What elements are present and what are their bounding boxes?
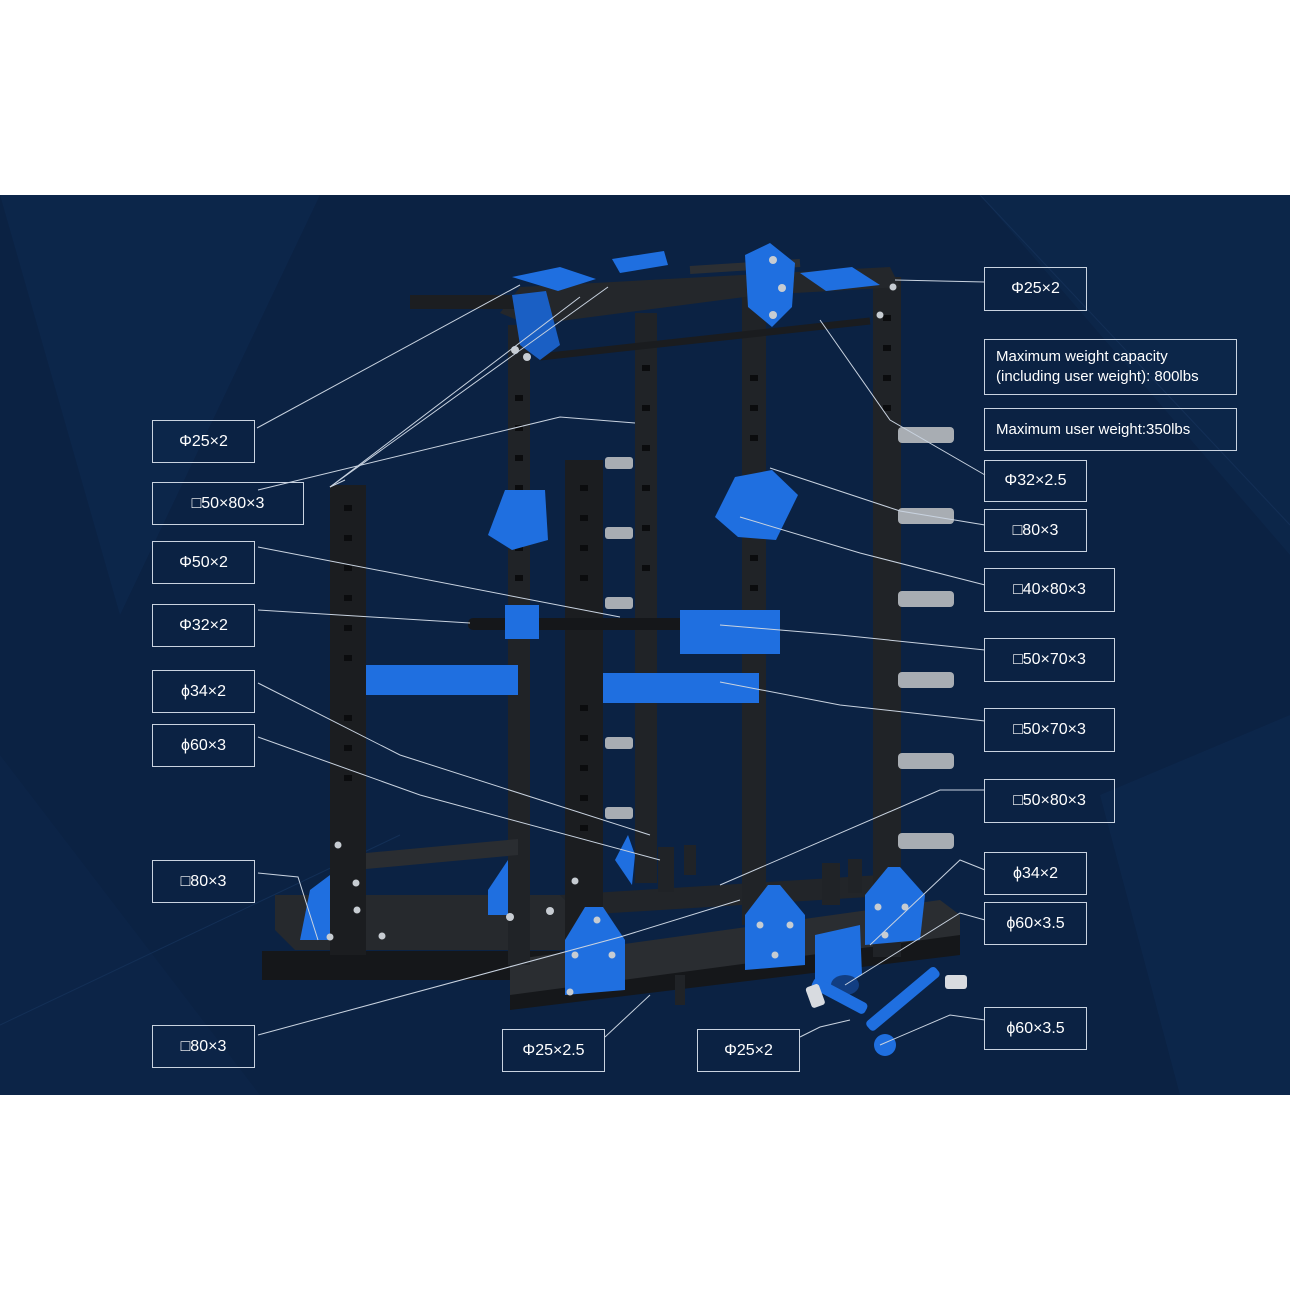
callout-left-base: □80×3 bbox=[152, 860, 255, 903]
storage-posts bbox=[658, 845, 862, 1005]
callout-j-hook: □40×80×3 bbox=[984, 568, 1115, 612]
callout-max-weight-capacity: Maximum weight capacity (including user … bbox=[984, 339, 1237, 395]
pull-up-handles bbox=[512, 251, 880, 360]
diagram-panel: Φ25×2 Maximum weight capacity (including… bbox=[0, 195, 1290, 1095]
base-gussets bbox=[300, 835, 925, 995]
callout-handle-bar: Φ25×2 bbox=[697, 1029, 800, 1072]
power-rack-illustration bbox=[0, 195, 1290, 1095]
leader-lines bbox=[256, 279, 986, 1046]
dark-crossbar bbox=[366, 839, 518, 869]
blue-crossbars bbox=[366, 665, 759, 703]
back-uprights bbox=[508, 277, 901, 965]
callout-max-user-weight: Maximum user weight:350lbs bbox=[984, 408, 1237, 451]
callout-left-top-tube: Φ25×2 bbox=[152, 420, 255, 463]
callout-blue-crossbar: □50×70×3 bbox=[984, 708, 1115, 752]
callout-front-upright: □50×80×3 bbox=[152, 482, 304, 525]
weight-storage-pegs bbox=[605, 427, 954, 849]
callout-front-base: □80×3 bbox=[152, 1025, 255, 1068]
t-bar-handle bbox=[805, 966, 967, 1056]
callout-rear-upright: □80×3 bbox=[984, 509, 1087, 552]
callout-pull-up-bar: Φ32×2.5 bbox=[984, 460, 1087, 502]
callout-t-bar-handle: ϕ60×3.5 bbox=[984, 1007, 1087, 1050]
callout-base-frame: □50×80×3 bbox=[984, 779, 1115, 823]
callout-safety-bar: Φ32×2 bbox=[152, 604, 255, 647]
j-hooks bbox=[488, 470, 798, 550]
top-gussets bbox=[745, 243, 795, 327]
bolts bbox=[326, 256, 909, 996]
upright-holes bbox=[344, 315, 891, 831]
callout-top-right-tube: Φ25×2 bbox=[984, 267, 1087, 311]
callout-bottom-peg: Φ25×2.5 bbox=[502, 1029, 605, 1072]
callout-storage-peg: Φ50×2 bbox=[152, 541, 255, 584]
background-facets bbox=[0, 195, 1290, 1095]
callout-safety-spotter: □50×70×3 bbox=[984, 638, 1115, 682]
callout-band-peg: ϕ34×2 bbox=[152, 670, 255, 713]
callout-landmine-sleeve: ϕ60×3.5 bbox=[984, 902, 1087, 945]
callout-vertical-post: ϕ60×3 bbox=[152, 724, 255, 767]
callout-landmine-post: ϕ34×2 bbox=[984, 852, 1087, 895]
safety-bar bbox=[468, 605, 780, 654]
